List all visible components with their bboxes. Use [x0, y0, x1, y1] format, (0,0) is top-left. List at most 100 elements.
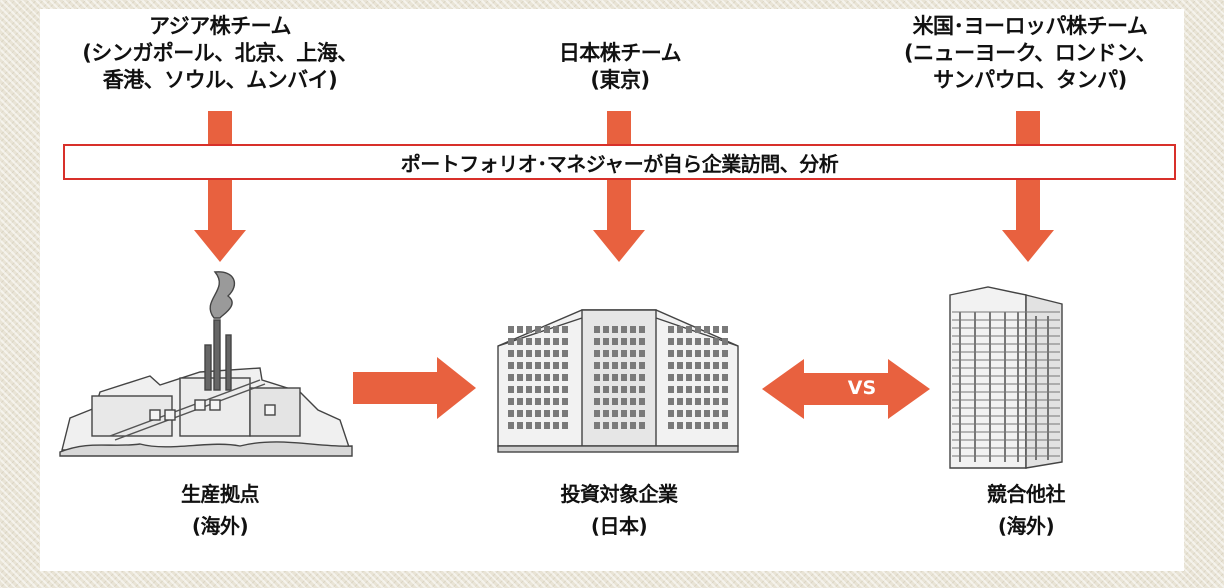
office-window	[686, 410, 692, 417]
office-window	[603, 386, 609, 393]
office-window	[535, 422, 541, 429]
office-window	[695, 338, 701, 345]
office-window	[704, 422, 710, 429]
office-window	[668, 350, 674, 357]
office-window	[535, 410, 541, 417]
office-window	[544, 398, 550, 405]
office-window	[535, 338, 541, 345]
office-window	[695, 362, 701, 369]
office-window	[526, 362, 532, 369]
office-window	[526, 398, 532, 405]
office-window	[686, 386, 692, 393]
office-window	[526, 374, 532, 381]
office-window	[668, 362, 674, 369]
team-japan-name: 日本株チーム	[558, 41, 682, 65]
office-window	[508, 398, 514, 405]
office-window	[686, 326, 692, 333]
office-window	[630, 410, 636, 417]
office-window	[695, 350, 701, 357]
office-window	[603, 374, 609, 381]
office-window	[668, 398, 674, 405]
office-window	[517, 398, 523, 405]
office-window	[594, 338, 600, 345]
office-window	[686, 398, 692, 405]
office-window	[508, 422, 514, 429]
office-window	[713, 386, 719, 393]
office-window	[553, 350, 559, 357]
office-window	[621, 386, 627, 393]
office-window	[562, 338, 568, 345]
team-us-europe-name: 米国･ヨーロッパ株チーム	[912, 14, 1148, 38]
office-window	[704, 362, 710, 369]
team-us-europe-detail-2: サンパウロ、タンパ)	[933, 68, 1127, 92]
office-window	[722, 386, 728, 393]
office-window	[668, 374, 674, 381]
office-window	[612, 350, 618, 357]
team-asia-name: アジア株チーム	[148, 14, 292, 38]
office-window	[713, 350, 719, 357]
office-window	[686, 374, 692, 381]
office-window	[630, 350, 636, 357]
office-window	[612, 338, 618, 345]
office-window	[517, 374, 523, 381]
office-window	[508, 338, 514, 345]
office-window	[517, 386, 523, 393]
office-window	[594, 362, 600, 369]
office-window	[621, 374, 627, 381]
office-window	[562, 386, 568, 393]
office-window	[508, 374, 514, 381]
office-window	[562, 362, 568, 369]
office-window	[526, 410, 532, 417]
office-window	[668, 410, 674, 417]
caption-production: 生産拠点 (海外)	[120, 478, 320, 542]
office-window	[686, 422, 692, 429]
office-window	[603, 410, 609, 417]
office-windows	[508, 326, 728, 429]
office-window	[544, 386, 550, 393]
banner-text: ポートフォリオ･マネジャーが自ら企業訪問、分析	[400, 151, 839, 176]
office-window	[695, 410, 701, 417]
office-window	[677, 338, 683, 345]
office-window	[713, 410, 719, 417]
down-arrow-us-europe	[1002, 111, 1054, 262]
office-window	[603, 338, 609, 345]
office-window	[722, 422, 728, 429]
office-window	[695, 386, 701, 393]
office-window	[630, 374, 636, 381]
office-window	[621, 350, 627, 357]
team-us-europe-detail-1: (ニューヨーク、ロンドン、	[904, 41, 1156, 65]
vs-label: VS	[847, 377, 877, 399]
office-window	[630, 338, 636, 345]
office-window	[677, 362, 683, 369]
office-window	[713, 338, 719, 345]
office-window	[722, 350, 728, 357]
office-window	[704, 398, 710, 405]
office-window	[526, 338, 532, 345]
factory-icon	[59, 271, 353, 457]
office-window	[603, 326, 609, 333]
office-window	[722, 338, 728, 345]
office-window	[695, 326, 701, 333]
office-window	[594, 422, 600, 429]
office-window	[544, 374, 550, 381]
office-window	[553, 386, 559, 393]
office-window	[704, 410, 710, 417]
office-window	[713, 326, 719, 333]
office-window	[722, 374, 728, 381]
office-window	[677, 386, 683, 393]
office-window	[704, 350, 710, 357]
team-japan: 日本株チーム (東京)	[520, 40, 720, 94]
office-window	[630, 326, 636, 333]
office-window	[612, 410, 618, 417]
office-window	[621, 410, 627, 417]
office-window	[677, 350, 683, 357]
office-window	[526, 350, 532, 357]
office-window	[668, 422, 674, 429]
office-window	[612, 422, 618, 429]
caption-competitor-sub: (海外)	[997, 514, 1055, 538]
office-window	[603, 350, 609, 357]
office-window	[686, 350, 692, 357]
office-window	[535, 374, 541, 381]
office-window	[677, 326, 683, 333]
